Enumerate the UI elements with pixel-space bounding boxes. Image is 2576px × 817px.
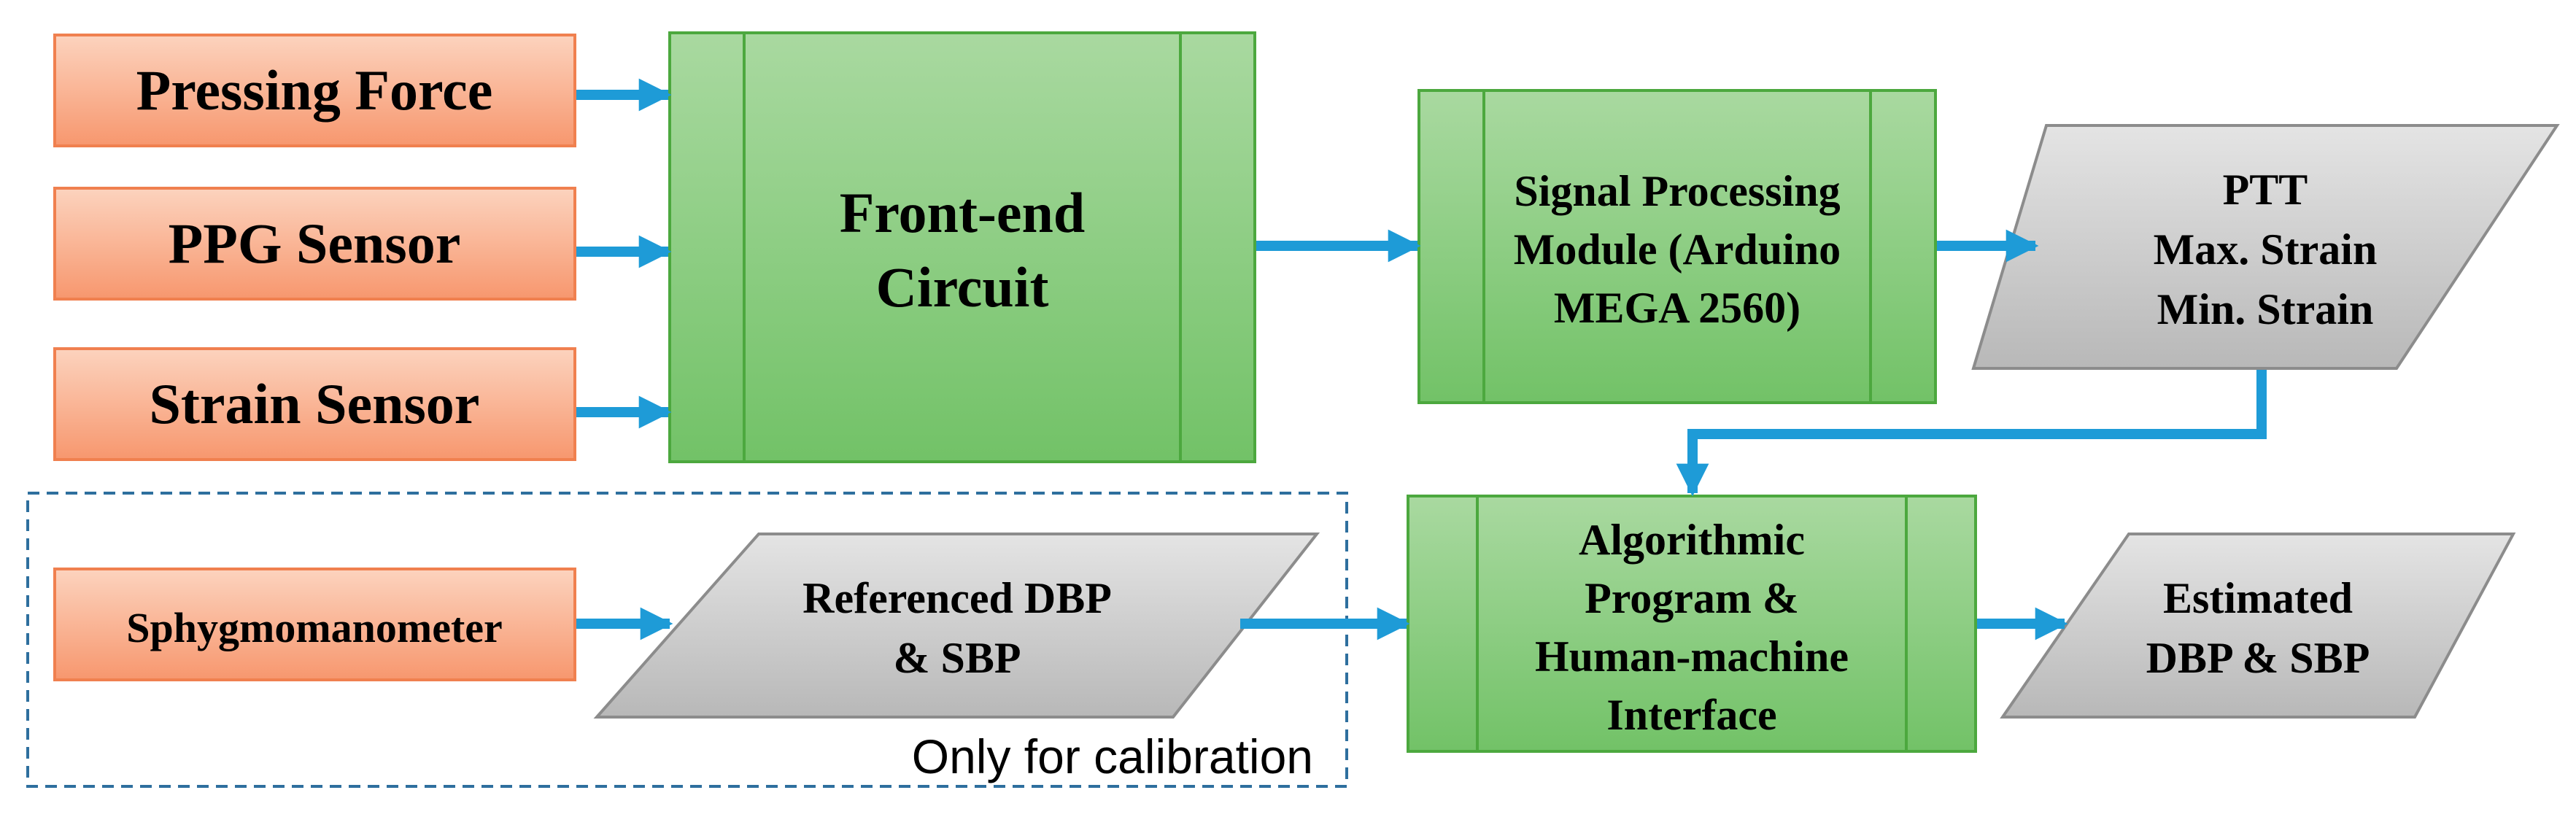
front-end-circuit-label-2: Circuit — [876, 255, 1049, 319]
algorithm-label-2: Program & — [1585, 574, 1799, 622]
sphygmomanometer-block: Sphygmomanometer — [53, 568, 576, 681]
referenced-bp-label-1: Referenced DBP — [802, 574, 1112, 622]
estimated-bp-block: Estimated DBP & SBP — [2000, 533, 2516, 719]
max-strain-label: Max. Strain — [2154, 225, 2378, 274]
referenced-bp-label-2: & SBP — [893, 634, 1021, 682]
estimated-bp-label-2: DBP & SBP — [2146, 634, 2370, 682]
min-strain-label: Min. Strain — [2157, 285, 2374, 333]
algorithm-label-3: Human-machine — [1535, 632, 1849, 681]
connectors — [576, 78, 2267, 640]
calibration-region — [26, 492, 1348, 788]
signal-processing-block: Signal Processing Module (Arduino MEGA 2… — [1417, 89, 1937, 404]
signal-processing-label-1: Signal Processing — [1514, 167, 1840, 215]
algorithm-label-1: Algorithmic — [1579, 516, 1805, 564]
strain-sensor-label: Strain Sensor — [150, 372, 480, 435]
front-end-circuit-label-1: Front-end — [840, 181, 1086, 244]
ppg-sensor-label: PPG Sensor — [169, 212, 461, 275]
signal-processing-label-2: Module (Arduino — [1514, 225, 1841, 274]
signal-processing-label-3: MEGA 2560) — [1554, 284, 1801, 332]
ppg-sensor-block: PPG Sensor — [53, 187, 576, 301]
ptt-output-block: PTT Max. Strain Min. Strain — [1971, 124, 2560, 370]
strain-sensor-block: Strain Sensor — [53, 347, 576, 461]
pressing-force-block: Pressing Force — [53, 34, 576, 147]
estimated-bp-label-1: Estimated — [2163, 574, 2353, 622]
front-end-circuit-block: Front-end Circuit — [668, 31, 1256, 463]
sphygmomanometer-label: Sphygmomanometer — [126, 604, 503, 651]
referenced-bp-block: Referenced DBP & SBP — [593, 533, 1320, 719]
calibration-note: Only for calibration — [912, 729, 1313, 783]
arrow-ptt-to-algorithm — [1676, 370, 2267, 497]
algorithm-block: Algorithmic Program & Human-machine Inte… — [1407, 495, 1977, 753]
ptt-label: PTT — [2223, 166, 2308, 214]
algorithm-label-4: Interface — [1606, 691, 1776, 739]
pressing-force-label: Pressing Force — [136, 58, 493, 122]
